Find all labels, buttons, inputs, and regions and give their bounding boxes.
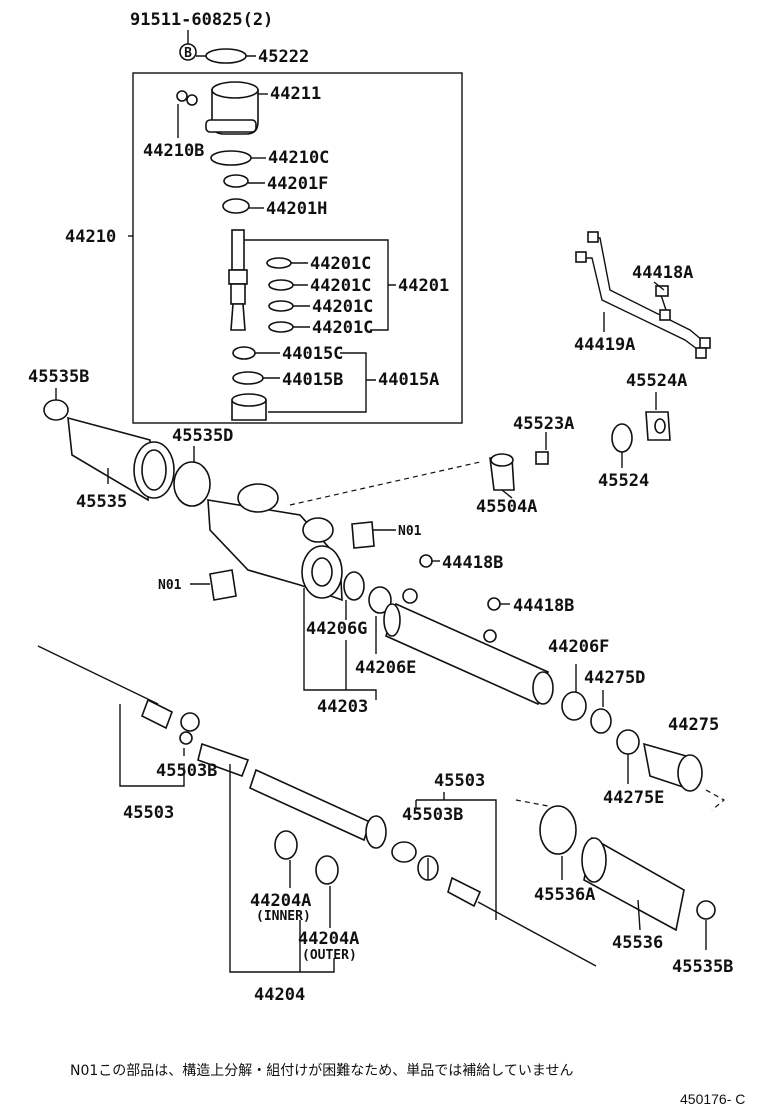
label-44210b: 44210B bbox=[143, 141, 204, 161]
part-44201c-ring bbox=[268, 279, 294, 291]
label-44201c: 44201C bbox=[312, 318, 373, 338]
part-pinion-shaft bbox=[228, 229, 248, 331]
part-44204a-outer bbox=[315, 855, 339, 885]
label-44015b: 44015B bbox=[282, 370, 343, 390]
part-44206f bbox=[561, 691, 587, 721]
part-drawings bbox=[37, 43, 726, 967]
label-n01-left: N01 bbox=[158, 578, 182, 593]
label-45524a: 45524A bbox=[626, 371, 687, 391]
callout-labels: 91511-60825(2) B 45222 44211 44210B 4421… bbox=[28, 10, 745, 1107]
label-45535b: 45535B bbox=[28, 367, 89, 387]
label-44418b: 44418B bbox=[442, 553, 503, 573]
label-44201h: 44201H bbox=[266, 199, 327, 219]
label-45523a: 45523A bbox=[513, 414, 574, 434]
label-n01-right: N01 bbox=[398, 524, 422, 539]
part-45536-boot bbox=[581, 836, 685, 932]
part-rack-tube bbox=[383, 588, 554, 706]
part-45524 bbox=[611, 423, 633, 453]
part-n01-bushing-right bbox=[351, 521, 375, 549]
label-44419a: 44419A bbox=[574, 335, 635, 355]
part-45536a-band bbox=[539, 805, 577, 855]
part-45535d-band bbox=[173, 461, 211, 507]
label-44418b: 44418B bbox=[513, 596, 574, 616]
label-44015c: 44015C bbox=[282, 344, 343, 364]
label-44206e: 44206E bbox=[355, 658, 416, 678]
part-44275-boot bbox=[642, 742, 703, 792]
label-44275e: 44275E bbox=[603, 788, 664, 808]
label-45536a: 45536A bbox=[534, 885, 595, 905]
part-44201f bbox=[223, 174, 249, 188]
part-45222-seal bbox=[205, 48, 247, 64]
label-45503-right: 45503 bbox=[434, 771, 485, 791]
label-45503-left: 45503 bbox=[123, 803, 174, 823]
footnote-n01: N01この部品は、構造上分解・組付けが困難なため、単品では補給していません bbox=[70, 1063, 573, 1079]
label-44015a: 44015A bbox=[378, 370, 439, 390]
part-44275e bbox=[616, 729, 640, 755]
part-45503-tie-rod-left bbox=[37, 645, 200, 745]
label-44275d: 44275D bbox=[584, 668, 645, 688]
part-45535b-clip-bottom bbox=[696, 900, 716, 920]
label-45503b-right: 45503B bbox=[402, 805, 463, 825]
label-outer: (OUTER) bbox=[302, 948, 357, 963]
label-44201c: 44201C bbox=[310, 254, 371, 274]
label-44201c: 44201C bbox=[312, 297, 373, 317]
part-45535-boot bbox=[67, 416, 175, 502]
part-pipes-44419a bbox=[575, 231, 711, 359]
part-44418b bbox=[487, 597, 501, 611]
label-45535d: 45535D bbox=[172, 426, 233, 446]
label-44210c: 44210C bbox=[268, 148, 329, 168]
part-45523a bbox=[535, 451, 549, 465]
label-91511-60825: 91511-60825(2) bbox=[130, 10, 273, 30]
label-45222: 45222 bbox=[258, 47, 309, 67]
part-44418b bbox=[419, 554, 433, 568]
part-44201h bbox=[222, 198, 250, 214]
label-44418a: 44418A bbox=[632, 263, 693, 283]
label-44204a-outer: 44204A bbox=[298, 929, 359, 949]
part-44201c-ring bbox=[266, 257, 292, 269]
label-45503b-left: 45503B bbox=[156, 761, 217, 781]
label-inner: (INNER) bbox=[256, 909, 311, 924]
part-45503-tie-rod-right bbox=[447, 876, 597, 967]
part-44211-housing bbox=[176, 81, 259, 135]
label-44203: 44203 bbox=[317, 697, 368, 717]
leader-lines bbox=[55, 30, 707, 973]
label-45535b-bottom: 45535B bbox=[672, 957, 733, 977]
part-44015c bbox=[232, 346, 256, 360]
part-44015b bbox=[232, 371, 264, 385]
label-44201c: 44201C bbox=[310, 276, 371, 296]
part-44203-gear-housing bbox=[207, 483, 343, 602]
figure-id: 450176- C bbox=[680, 1091, 745, 1107]
label-44204: 44204 bbox=[254, 985, 305, 1005]
part-44206e bbox=[368, 586, 392, 614]
label-44206g: 44206G bbox=[306, 619, 367, 639]
label-44204a-inner: 44204A bbox=[250, 891, 311, 911]
label-44275: 44275 bbox=[668, 715, 719, 735]
part-44275d bbox=[590, 708, 612, 734]
label-44210: 44210 bbox=[65, 227, 116, 247]
part-n01-bushing-left bbox=[209, 569, 237, 601]
label-45535: 45535 bbox=[76, 492, 127, 512]
part-44201c-ring bbox=[268, 300, 294, 312]
label-44201: 44201 bbox=[398, 276, 449, 296]
label-44201f: 44201F bbox=[267, 174, 328, 194]
label-45504a: 45504A bbox=[476, 497, 537, 517]
part-44206g bbox=[343, 571, 365, 601]
label-45536: 45536 bbox=[612, 933, 663, 953]
part-45535b-clip bbox=[43, 399, 69, 421]
part-44210c-oring bbox=[210, 150, 252, 166]
part-44201c-ring bbox=[268, 321, 294, 333]
label-45524: 45524 bbox=[598, 471, 649, 491]
part-44204-rack bbox=[197, 742, 417, 863]
label-44206f: 44206F bbox=[548, 637, 609, 657]
label-b-marker: B bbox=[184, 46, 192, 61]
label-44211: 44211 bbox=[270, 84, 321, 104]
part-44204a-inner bbox=[274, 830, 298, 860]
